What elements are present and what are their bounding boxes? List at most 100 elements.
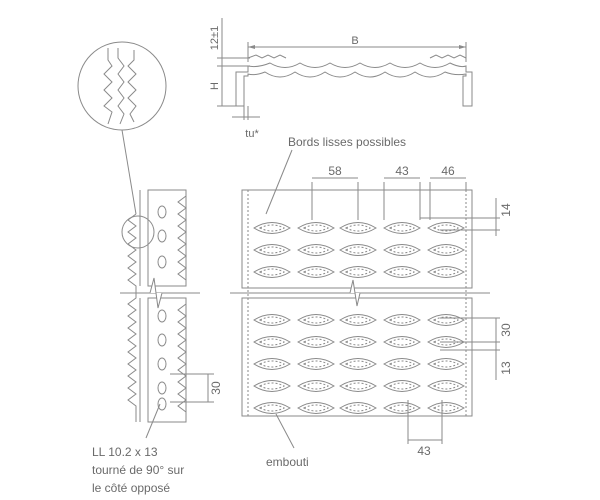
perforation	[253, 358, 291, 370]
dim-pitch-a-label: 58	[328, 164, 342, 178]
perforation	[427, 266, 465, 278]
dim-edge-label: 14	[499, 203, 513, 217]
perforation	[253, 222, 291, 234]
perforation-inner	[344, 246, 372, 254]
perforation-pattern	[253, 222, 465, 414]
perforation-inner	[432, 316, 460, 324]
hole-note-line2: tourné de 90° sur	[92, 463, 184, 477]
perforation	[383, 266, 421, 278]
slot-holes	[157, 205, 167, 411]
perforation-inner	[432, 360, 460, 368]
dim-bottom-label: 43	[417, 444, 431, 458]
dim-width-label: B	[351, 35, 358, 47]
slot-hole	[157, 229, 167, 243]
profile-upper-serrations	[247, 54, 467, 59]
perforation-inner	[344, 338, 372, 346]
perforation	[297, 266, 335, 278]
detail-leader	[121, 129, 137, 215]
dim-lip-label: 12±1	[209, 26, 221, 50]
perforation	[427, 222, 465, 234]
perforation	[253, 244, 291, 256]
hole-note-leader	[145, 403, 161, 439]
detail-circle	[77, 41, 167, 131]
perforation	[297, 314, 335, 326]
perforation-inner	[302, 316, 330, 324]
slot-hole	[157, 397, 167, 411]
note-end-leader	[275, 413, 295, 449]
perforation-inner	[302, 338, 330, 346]
perforation	[339, 402, 377, 414]
perforation	[339, 266, 377, 278]
plan-view: 58 43 46 14 30 13 43 Bords lisses possib…	[230, 135, 513, 469]
perforation-inner	[388, 246, 416, 254]
perforation	[383, 380, 421, 392]
perforation-inner	[344, 360, 372, 368]
side-strip-lower	[147, 297, 187, 423]
note-edges: Bords lisses possibles	[288, 135, 406, 149]
slot-hole	[157, 309, 167, 323]
perforation-inner	[432, 268, 460, 276]
perforation	[427, 380, 465, 392]
perforation	[383, 244, 421, 256]
perforation	[297, 336, 335, 348]
perforation-inner	[258, 224, 286, 232]
detail-serrated-section	[103, 48, 137, 125]
perforation-inner	[258, 268, 286, 276]
dim-pitch-b-label: 43	[395, 164, 409, 178]
perforation	[253, 380, 291, 392]
perforation	[297, 222, 335, 234]
perforation-inner	[302, 224, 330, 232]
perforation-inner	[432, 404, 460, 412]
plan-break-symbol	[349, 279, 361, 307]
perforation	[297, 402, 335, 414]
perforation-inner	[258, 360, 286, 368]
detail-view	[77, 41, 167, 249]
perforation	[383, 402, 421, 414]
perforation	[339, 314, 377, 326]
perforation	[339, 222, 377, 234]
perforation	[253, 336, 291, 348]
perforation-inner	[388, 224, 416, 232]
perforation-inner	[388, 382, 416, 390]
perforation-inner	[302, 360, 330, 368]
perforation-inner	[258, 246, 286, 254]
dim-thickness-label: tu*	[245, 128, 259, 140]
perforation	[297, 244, 335, 256]
perforation-inner	[344, 404, 372, 412]
slot-hole	[157, 255, 167, 269]
perforation	[297, 380, 335, 392]
perforation	[339, 244, 377, 256]
note-end: embouti	[266, 455, 309, 469]
grating-outline-upper	[241, 189, 473, 289]
profile-view: B 12±1 H tu*	[209, 18, 473, 140]
slot-hole	[157, 205, 167, 219]
perforation	[253, 314, 291, 326]
perforation	[383, 222, 421, 234]
perforation-inner	[388, 268, 416, 276]
perforation-inner	[258, 338, 286, 346]
perforation-inner	[344, 268, 372, 276]
dim-row-pitch-label: 30	[499, 323, 513, 337]
side-strip-upper	[147, 189, 187, 287]
perforation-inner	[432, 382, 460, 390]
slot-hole	[157, 381, 167, 395]
perforation	[339, 358, 377, 370]
perforation-inner	[432, 224, 460, 232]
side-strip-serrations	[177, 195, 187, 413]
perforation	[339, 380, 377, 392]
perforation	[253, 402, 291, 414]
slot-hole	[157, 333, 167, 347]
perforation	[383, 314, 421, 326]
dim-height-label: H	[209, 82, 221, 90]
perforation-inner	[388, 404, 416, 412]
perforation	[297, 358, 335, 370]
perforation	[427, 402, 465, 414]
perforation-inner	[388, 316, 416, 324]
perforation	[383, 336, 421, 348]
perforation-inner	[302, 246, 330, 254]
slot-hole	[157, 357, 167, 371]
dim-hole-pitch-label: 30	[209, 381, 223, 395]
perforation-inner	[432, 246, 460, 254]
perforation	[253, 266, 291, 278]
